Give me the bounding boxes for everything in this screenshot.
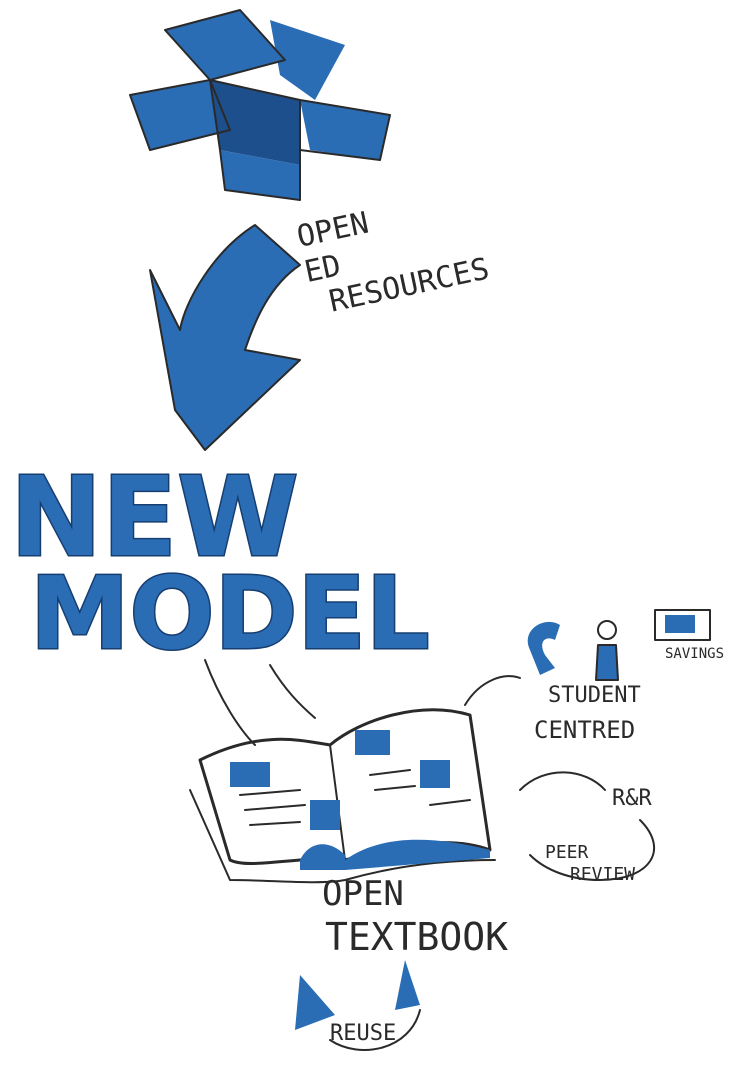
oer-label-line2: ED (301, 248, 344, 290)
rr-label: R&R (612, 786, 652, 811)
textbook-label-line1: OPEN (322, 874, 404, 914)
savings-label: SAVINGS (665, 646, 724, 662)
reuse-label: REUSE (330, 1021, 396, 1046)
cycle-arrows-icon (295, 960, 421, 1051)
peer-label-line2: REVIEW (570, 864, 635, 885)
open-book-icon (189, 708, 496, 884)
arrow-to-rr (519, 771, 606, 791)
peer-label-line1: PEER (545, 842, 589, 863)
connector-lines (204, 659, 316, 746)
down-arrow-icon (149, 224, 301, 451)
oer-label-line1: OPEN (294, 206, 372, 255)
peer-review-arrow (529, 819, 656, 881)
oer-label-line3: RESOURCES (326, 251, 492, 319)
money-bill-icon (654, 609, 711, 641)
open-box-icon (129, 9, 391, 201)
student-label-line1: STUDENT (548, 683, 641, 708)
student-figure-icon (527, 620, 619, 681)
textbook-label-line2: TEXTBOOK (325, 915, 508, 959)
arrow-to-student (464, 675, 521, 706)
headline-line1: NEW (10, 453, 299, 581)
headline-line2: MODEL (30, 555, 430, 672)
student-label-line2: CENTRED (534, 716, 635, 744)
